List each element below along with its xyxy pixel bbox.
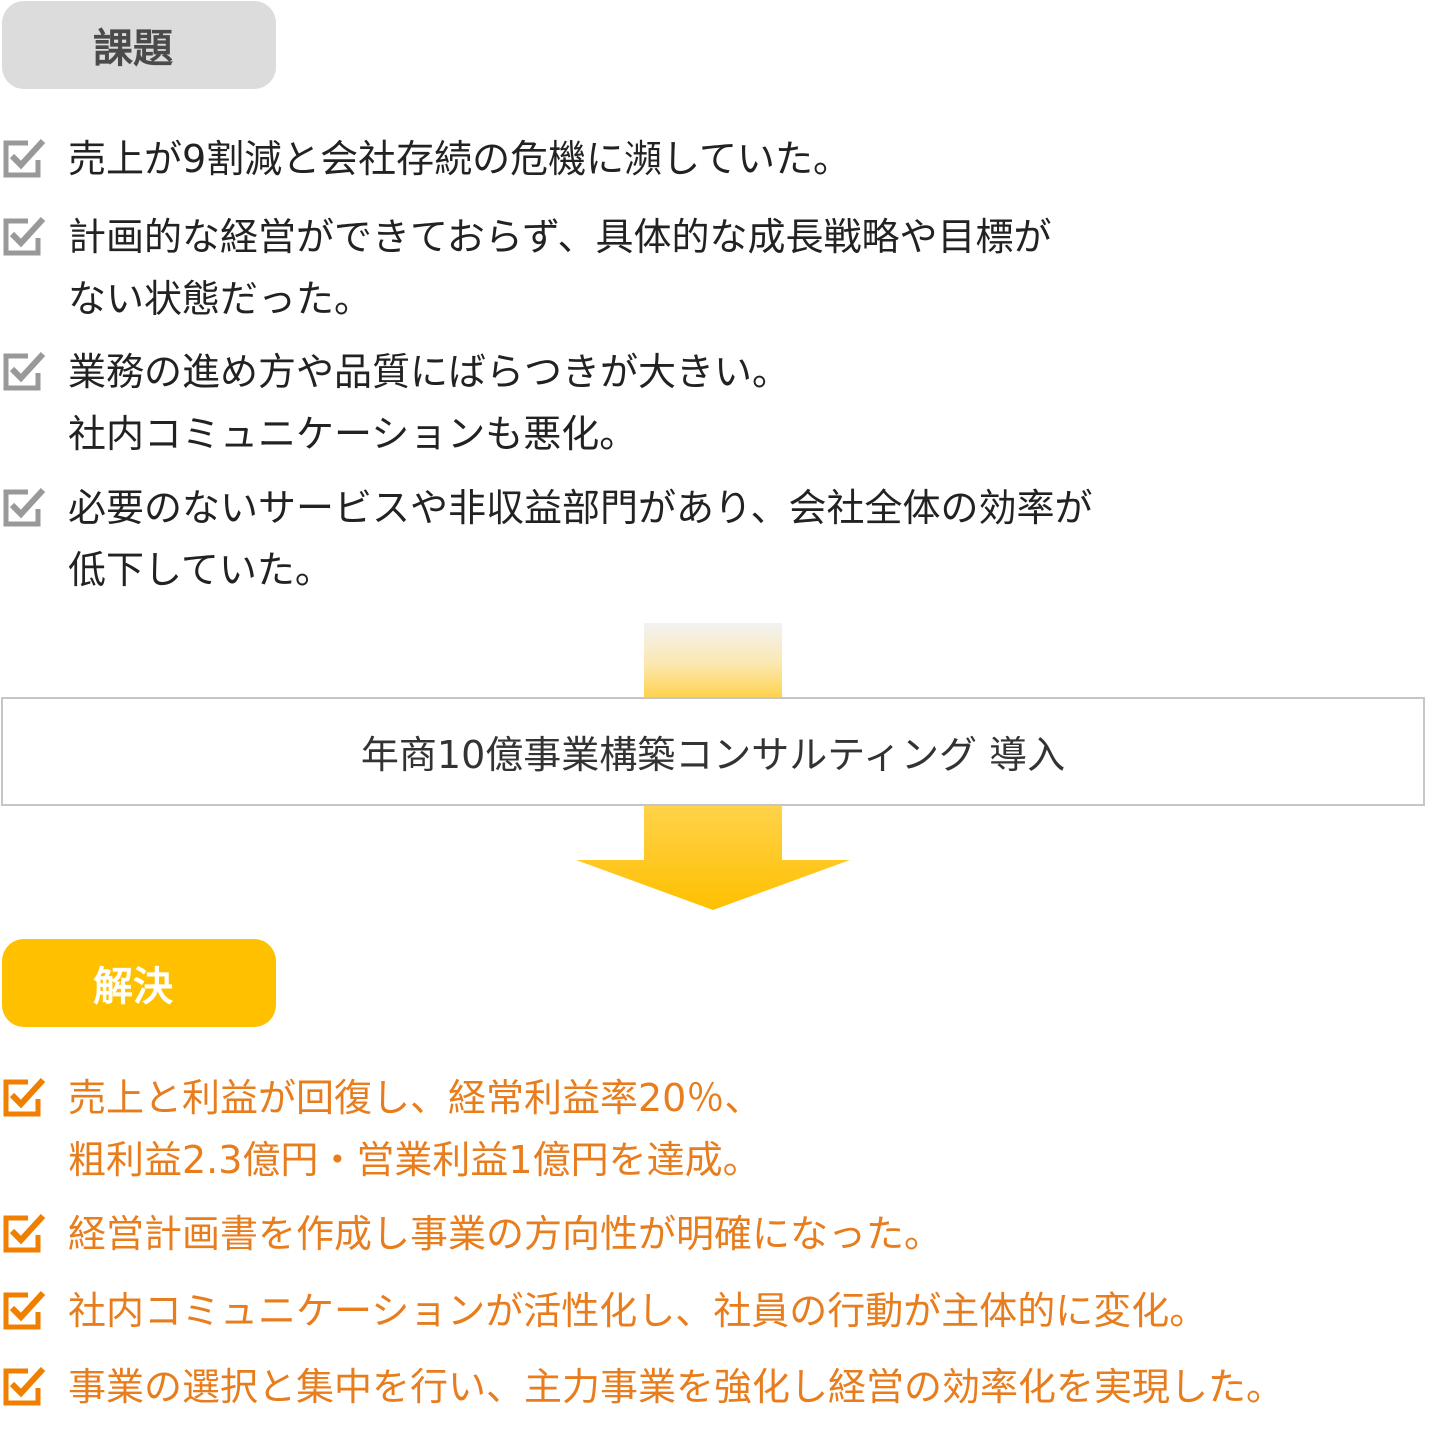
issue-item: 必要のないサービスや非収益部門があり、会社全体の効率が 低下していた。 (0, 477, 1092, 601)
consulting-label: 年商10億事業構築コンサルティング 導入 (360, 733, 1066, 777)
consulting-box: 年商10億事業構築コンサルティング 導入 (1, 697, 1425, 806)
checkbox-check-icon (3, 138, 46, 178)
issue-item: 業務の進め方や品質にばらつきが大きい。 社内コミュニケーションも悪化。 (0, 341, 790, 465)
solution-text: 経営計画書を作成し事業の方向性が明確になった。 (68, 1212, 943, 1256)
issue-item: 計画的な経営ができておらず、具体的な成長戦略や目標が ない状態だった。 (0, 206, 1051, 330)
issue-text: 売上が9割減と会社存続の危機に瀕していた。 (68, 137, 852, 181)
issue-text: 業務の進め方や品質にばらつきが大きい。 社内コミュニケーションも悪化。 (68, 350, 791, 456)
solution-tag-label: 解決 (93, 964, 173, 1010)
issues-tag: 課題 (2, 1, 276, 89)
solution-text: 事業の選択と集中を行い、主力事業を強化し経営の効率化を実現した。 (68, 1365, 1285, 1409)
solution-item: 事業の選択と集中を行い、主力事業を強化し経営の効率化を実現した。 (0, 1356, 1284, 1418)
issues-tag-label: 課題 (93, 26, 173, 72)
checkbox-check-icon (3, 351, 46, 391)
checkbox-check-icon (3, 1290, 46, 1330)
issue-text: 必要のないサービスや非収益部門があり、会社全体の効率が 低下していた。 (68, 486, 1093, 592)
issue-text: 計画的な経営ができておらず、具体的な成長戦略や目標が ない状態だった。 (68, 215, 1052, 321)
solution-item: 売上と利益が回復し、経常利益率20％、 粗利益2.3億円・営業利益1億円を達成。 (0, 1067, 762, 1191)
checkbox-check-icon (3, 1366, 46, 1406)
checkbox-check-icon (3, 216, 46, 256)
issue-item: 売上が9割減と会社存続の危機に瀕していた。 (0, 128, 851, 190)
solution-item: 社内コミュニケーションが活性化し、社員の行動が主体的に変化。 (0, 1280, 1207, 1342)
checkbox-check-icon (3, 487, 46, 527)
checkbox-check-icon (3, 1213, 46, 1253)
solution-item: 経営計画書を作成し事業の方向性が明確になった。 (0, 1203, 942, 1265)
checkbox-check-icon (3, 1077, 46, 1117)
solution-text: 社内コミュニケーションが活性化し、社員の行動が主体的に変化。 (68, 1289, 1208, 1333)
down-arrow-icon (576, 806, 850, 910)
solution-tag: 解決 (2, 939, 276, 1027)
solution-text: 売上と利益が回復し、経常利益率20％、 粗利益2.3億円・営業利益1億円を達成。 (68, 1076, 763, 1182)
flow-connector (644, 623, 782, 698)
